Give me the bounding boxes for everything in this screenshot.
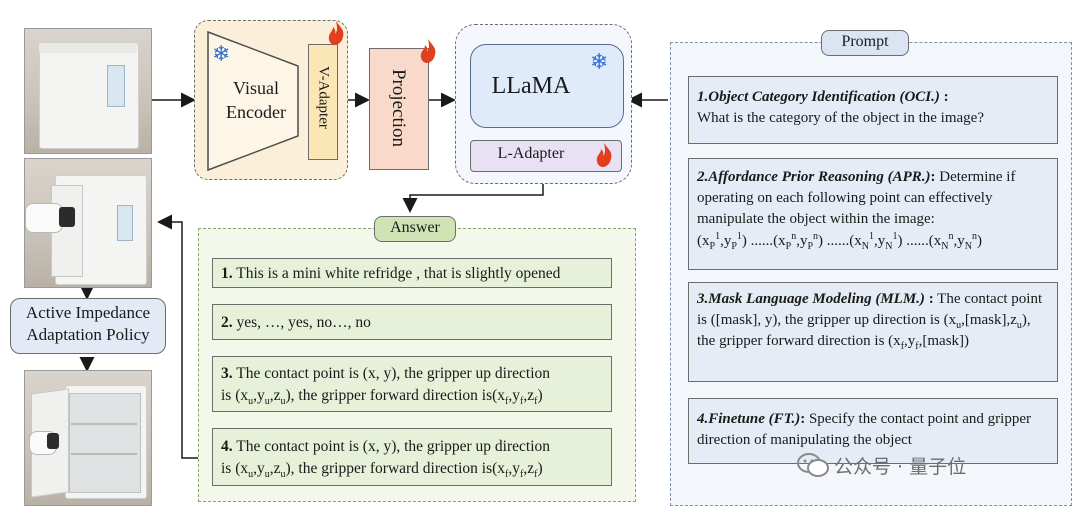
flame-icon	[420, 39, 436, 63]
projection-label: Projection	[388, 68, 409, 148]
fridge-photo-closed	[24, 28, 152, 154]
prompt-item-mlm: 3.Mask Language Modeling (MLM.) : The co…	[688, 282, 1058, 382]
answer-item-2: 2. yes, …, yes, no…, no	[212, 304, 612, 340]
answer-item-4: 4. The contact point is (x, y), the grip…	[212, 428, 612, 486]
l-adapter-label: L-Adapter	[497, 145, 565, 162]
snowflake-icon: ❄	[590, 50, 609, 75]
v-adapter-block: V-Adapter	[308, 44, 338, 160]
snowflake-icon: ❄	[212, 42, 231, 67]
flame-icon	[328, 21, 344, 45]
prompt-item-oci: 1.Object Category Identification (OCI.) …	[688, 76, 1058, 144]
apr-coordinates: (xP1,yP1) ......(xPn,yPn) ......(xN1,yN1…	[697, 231, 982, 252]
watermark-text: 公众号 · 量子位	[834, 456, 967, 478]
arrow-answer-to-robot	[157, 214, 212, 459]
prompt-item-ft: 4.Finetune (FT.): Specify the contact po…	[688, 398, 1058, 464]
llama-core: LLaMA	[470, 44, 624, 128]
visual-encoder-label: Visual Encoder	[226, 78, 286, 122]
projection-block: Projection	[369, 48, 429, 170]
l-adapter-block: L-Adapter	[470, 140, 622, 172]
answer-title: Answer	[374, 216, 456, 242]
llama-label: LLaMA	[491, 73, 571, 99]
policy-line-1: Active Impedance	[25, 303, 151, 322]
policy-line-2: Adaptation Policy	[26, 325, 150, 344]
robot-gripper-photo	[24, 158, 152, 288]
prompt-title: Prompt	[821, 30, 909, 56]
answer-item-3: 3. The contact point is (x, y), the grip…	[212, 356, 612, 412]
prompt-item-apr: 2.Affordance Prior Reasoning (APR.): Det…	[688, 158, 1058, 270]
fridge-photo-opened	[24, 370, 152, 506]
encoder-trapezoid	[207, 30, 299, 172]
flame-icon	[596, 143, 612, 167]
arrow-llama-to-answer	[402, 180, 544, 213]
answer-item-1: 1. This is a mini white refridge , that …	[212, 258, 612, 288]
impedance-policy-box: Active Impedance Adaptation Policy	[10, 298, 166, 354]
v-adapter-label: V-Adapter	[315, 66, 332, 129]
wechat-icon	[797, 453, 829, 477]
